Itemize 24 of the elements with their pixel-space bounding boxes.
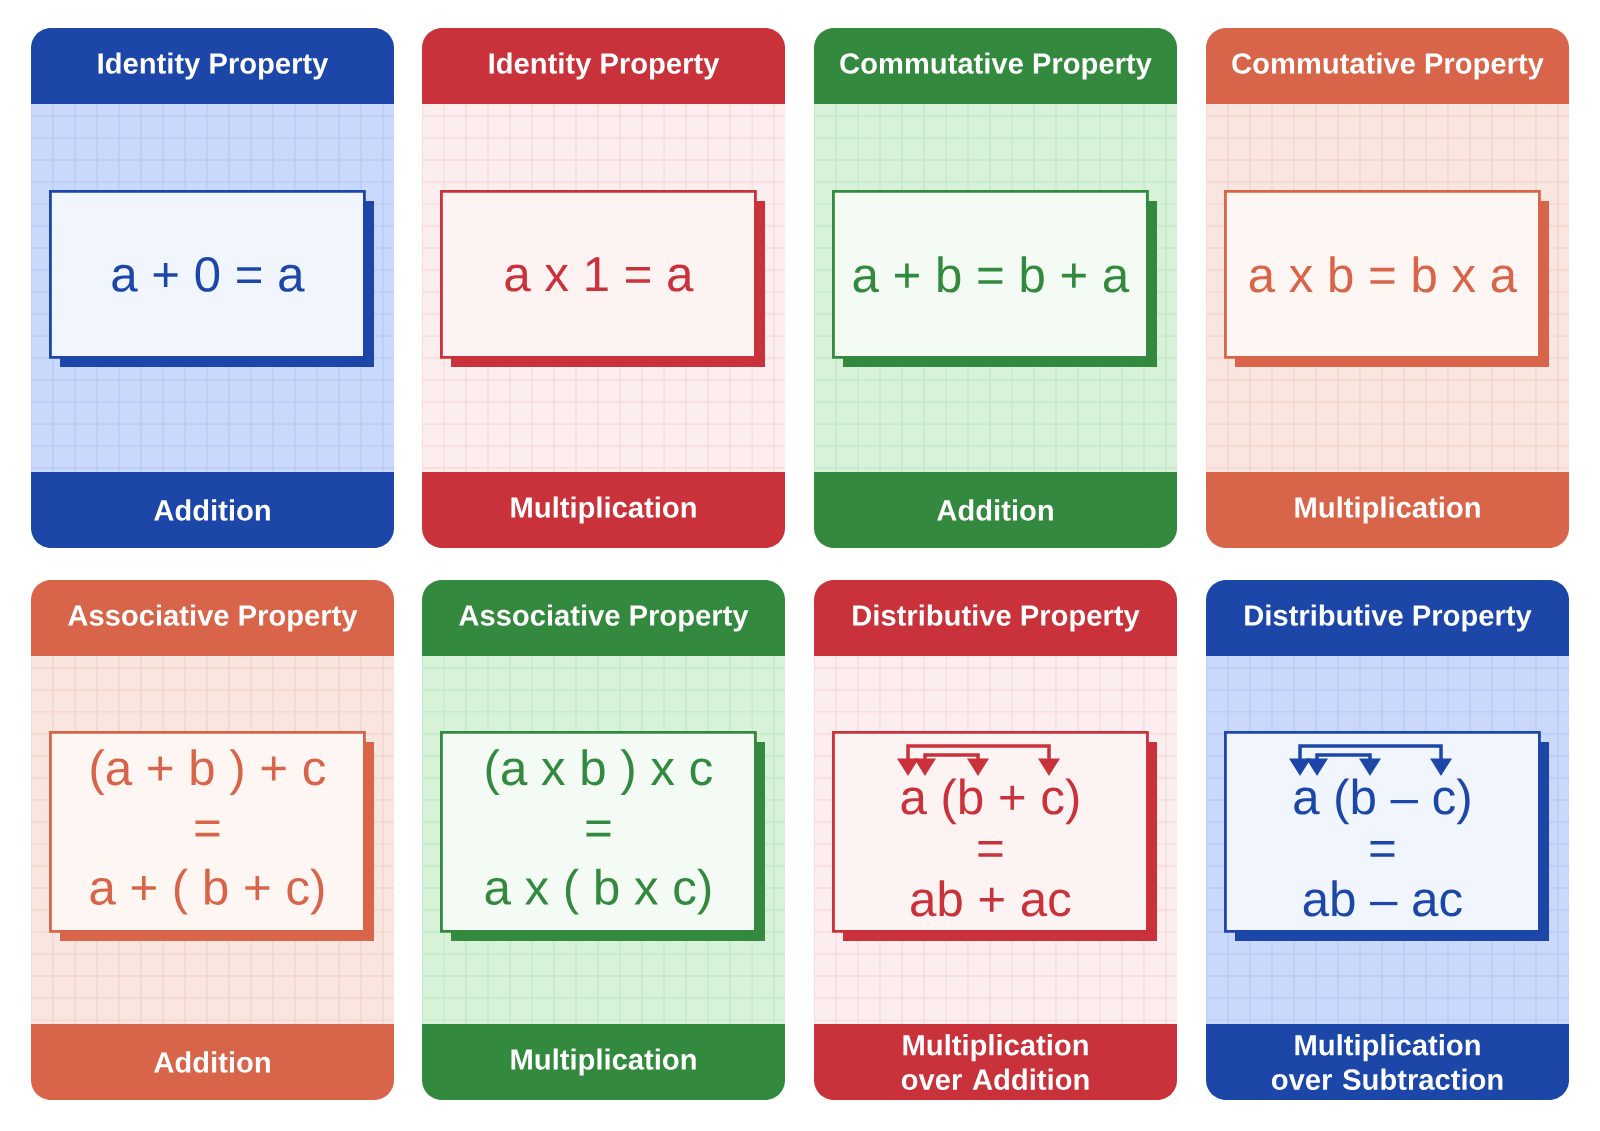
formula-box: a + b = b + a [832,190,1157,367]
card-title: Commutative Property [1232,52,1544,80]
formula-box: (a + b ) + c = a + ( b + c) [49,731,374,941]
card-title: Associative Property [459,604,749,632]
formula-box: a + 0 = a [49,190,374,367]
card-title: Distributive Property [1245,604,1532,632]
card-title: Identity Property [489,52,720,80]
card-title: Associative Property [68,604,358,632]
card-caption: Addition [937,499,1053,521]
formula-box: a (b + c) = ab + ac [832,731,1157,941]
card-caption: Multiplication [1295,496,1480,524]
card-caption: Multiplication over Addition [901,1034,1089,1090]
card-caption: Multiplication [511,496,696,524]
card-title: Identity Property [98,52,329,80]
formula-box: (a x b ) x c = a x ( b x c) [440,731,765,941]
card-caption: Addition [154,499,270,521]
formula-box: a x 1 = a [440,190,765,367]
formula-box: a x b = b x a [1224,190,1550,367]
card-title: Distributive Property [853,604,1140,632]
card-title: Commutative Property [840,52,1152,80]
formula-box: a (b – c) = ab – ac [1224,731,1550,941]
card-caption: Multiplication over Subtraction [1271,1034,1503,1090]
card-caption: Addition [154,1051,270,1073]
card-caption: Multiplication [511,1048,696,1076]
